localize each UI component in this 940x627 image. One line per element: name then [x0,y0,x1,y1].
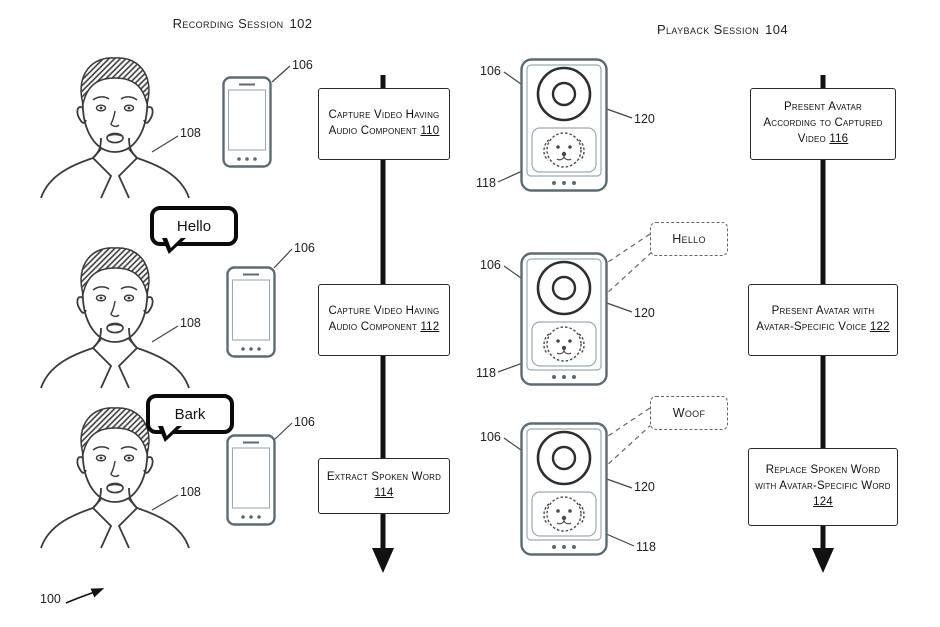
step-ref: 114 [374,487,394,499]
step-ref: 112 [420,321,440,333]
step-label: Present Avatar According to Captured Vid… [763,101,883,145]
ref-100-figure: 100 [40,592,61,606]
recording-session-title: Recording Session 102 [120,16,365,31]
flow-step-present-avatar-116: Present Avatar According to Captured Vid… [750,88,896,160]
ref-106-avatar-phone-3: 106 [480,430,501,444]
speech-bubble-text: Woof [672,406,706,420]
speech-bubble-woof-avatar: Woof [650,396,728,430]
ref-106-avatar-phone-1: 106 [480,64,501,78]
phone-sketch-1 [222,76,272,168]
avatar-phone-sketch-2 [520,252,608,386]
ref-106-avatar-phone-2: 106 [480,258,501,272]
avatar-phone-sketch-1 [520,58,608,192]
ref-120-speaker-3: 120 [634,480,655,494]
step-ref: 122 [869,321,890,333]
step-ref: 124 [813,495,833,508]
speech-bubble-text: Hello [672,232,706,246]
recording-session-label: Recording Session [172,16,284,31]
flow-step-replace-word-124: Replace Spoken Word with Avatar-Specific… [748,448,898,526]
speech-bubble-bark-user: Bark [146,394,234,434]
step-ref: 110 [420,125,440,137]
speech-bubble-hello-avatar: Hello [650,222,728,256]
flow-step-capture-video-112: Capture Video Having Audio Component 112 [318,284,450,356]
ref-106-phone-2: 106 [294,241,315,255]
figure-pointer-arrow [65,588,105,604]
phone-sketch-3 [226,434,276,526]
flow-step-extract-word-114: Extract Spoken Word 114 [318,458,450,514]
speech-bubble-text: Hello [176,217,212,235]
step-label: Replace Spoken Word with Avatar-Specific… [755,464,891,493]
ref-120-speaker-2: 120 [634,306,655,320]
ref-118-avatar-3: 118 [636,540,656,554]
step-label: Extract Spoken Word [326,471,442,484]
speech-bubble-text: Bark [174,405,206,423]
phone-sketch-2 [226,266,276,358]
flow-step-avatar-voice-122: Present Avatar with Avatar-Specific Voic… [748,284,898,356]
step-ref: 116 [829,132,849,145]
playback-session-title: Playback Session 104 [600,22,845,37]
step-label: Present Avatar with Avatar-Specific Voic… [756,305,875,333]
ref-108-person-2: 108 [180,316,201,330]
ref-106-phone-3: 106 [294,415,315,429]
ref-120-speaker-1: 120 [634,112,655,126]
flow-step-capture-video-110: Capture Video Having Audio Component 110 [318,88,450,160]
recording-session-ref: 102 [289,16,313,31]
bubble-connectors [601,233,653,469]
person-sketch-1 [35,52,195,200]
ref-118-avatar-2: 118 [476,366,496,380]
speech-bubble-hello-user: Hello [150,206,238,246]
ref-118-avatar-1: 118 [476,176,496,190]
playback-session-ref: 104 [765,22,789,37]
playback-session-label: Playback Session [656,22,760,37]
ref-108-person-3: 108 [180,485,201,499]
ref-108-person-1: 108 [180,126,201,140]
step-label: Capture Video Having Audio Component [328,305,440,333]
step-label: Capture Video Having Audio Component [328,109,440,137]
ref-106-phone-1: 106 [292,58,313,72]
avatar-phone-sketch-3 [520,422,608,556]
